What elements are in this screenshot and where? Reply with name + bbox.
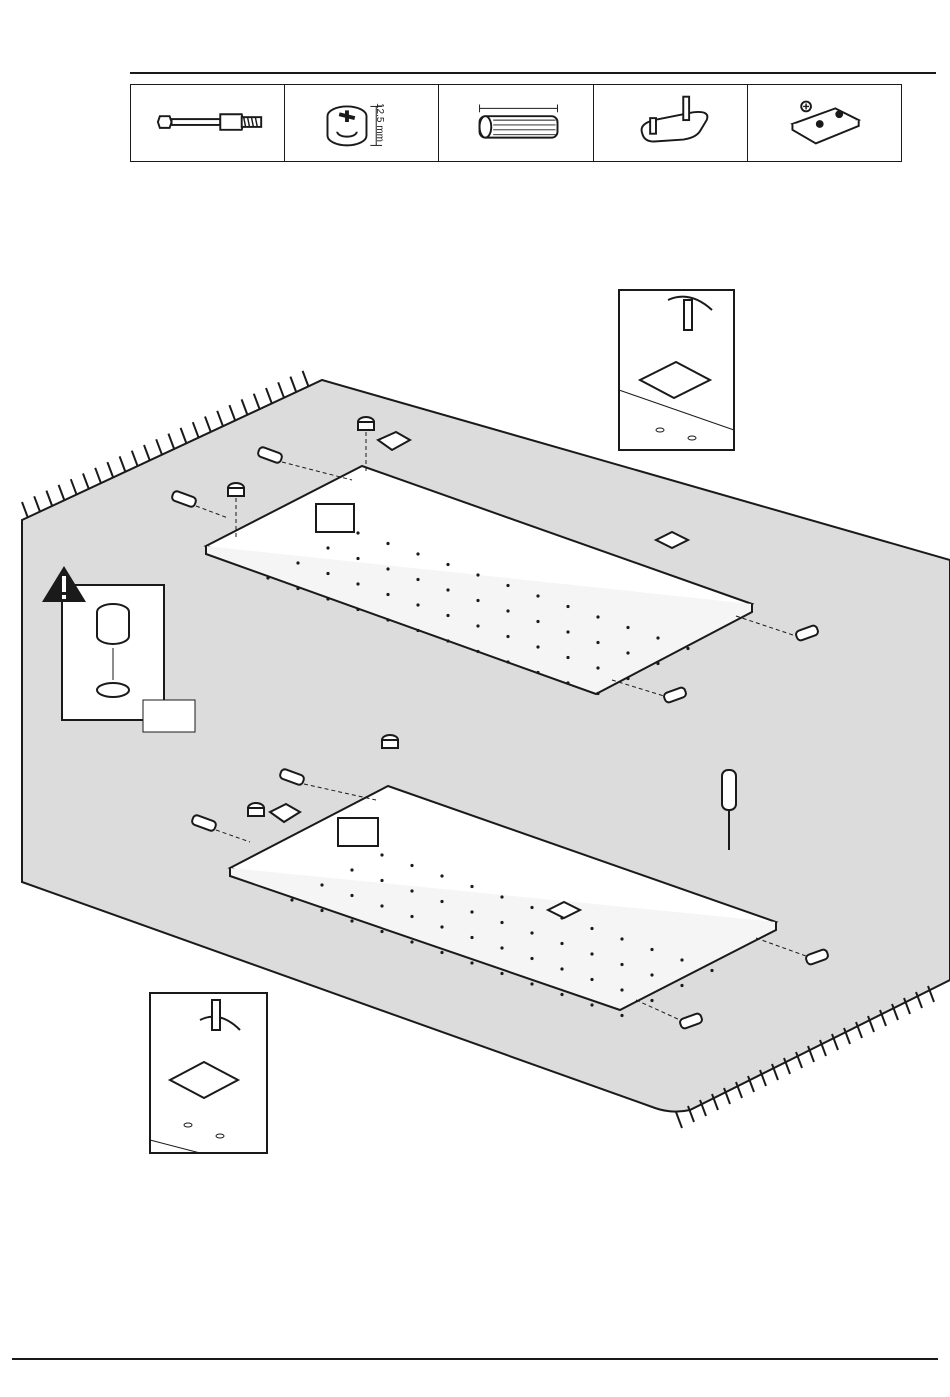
screwdriver-tip-icon [684,300,692,330]
footer-rule [12,1358,938,1360]
hinge-detail-lower [150,993,267,1153]
panel-2-label [338,818,378,846]
hinge-detail-upper [619,290,734,450]
screwdriver-icon [722,770,736,810]
screwdriver-tip-icon-2 [212,1000,220,1030]
warning-label-box [143,700,195,732]
panel-1-label [316,504,354,532]
